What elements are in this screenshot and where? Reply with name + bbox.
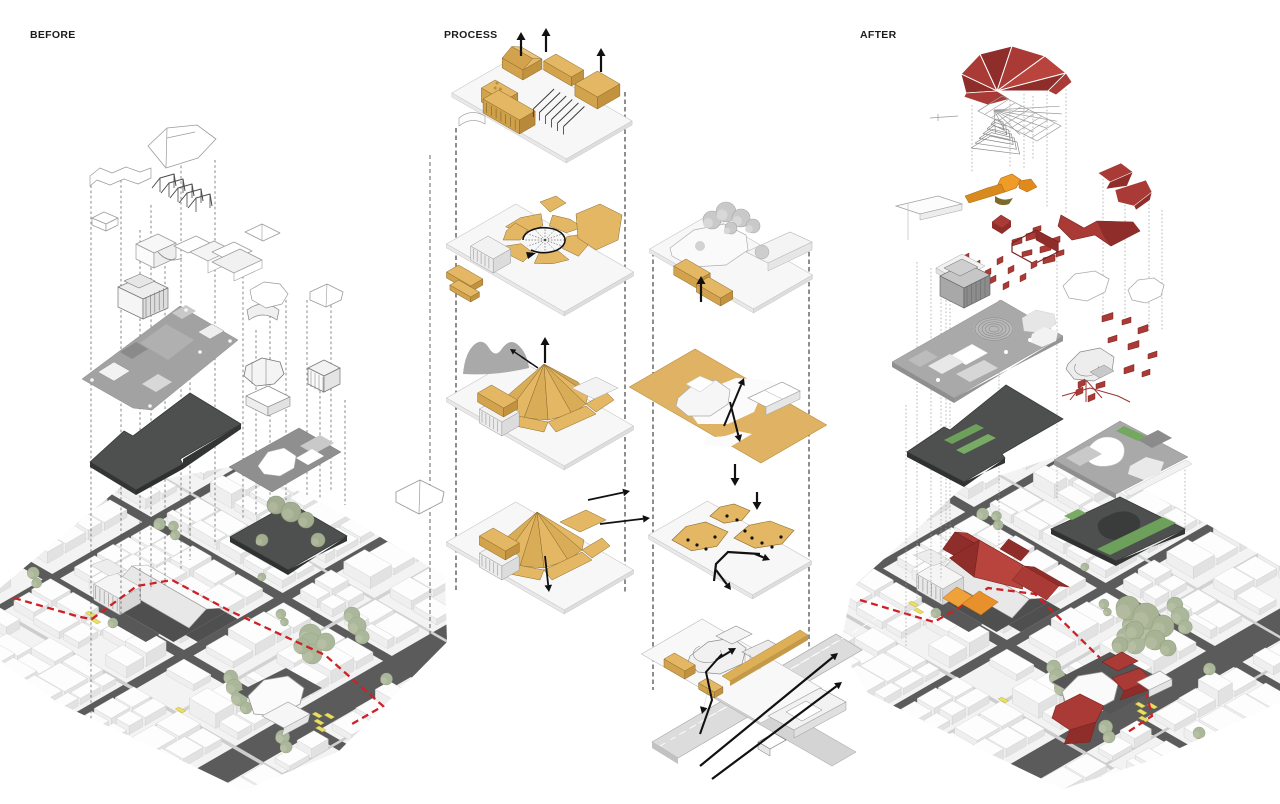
svg-text:PROCESS: PROCESS <box>444 29 497 41</box>
svg-text:BEFORE: BEFORE <box>30 29 76 41</box>
svg-text:AFTER: AFTER <box>860 29 897 41</box>
